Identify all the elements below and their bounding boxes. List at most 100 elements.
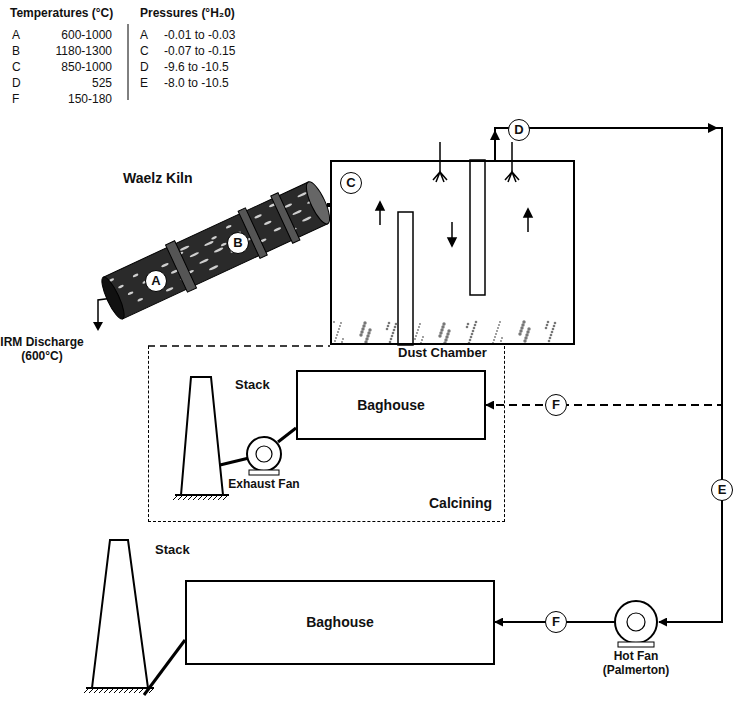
dust-speck [446,332,449,335]
dust-speck [389,341,392,344]
dust-speck [336,334,338,336]
dust-speck [546,324,549,327]
dust-speck [417,329,419,331]
callout-letter: A [145,270,167,292]
dust-speck [469,339,472,342]
table-cell: D [12,76,21,90]
dust-speck [471,333,474,336]
dust-speck [549,337,552,340]
dust-speck [550,334,553,337]
dust-speck [466,326,469,329]
table-cell: A [140,28,148,42]
dust-speck [363,321,366,324]
table-cell: -9.6 to -10.5 [164,60,229,74]
dust-speck [390,338,393,341]
table-cell: B [12,44,20,58]
table-cell: -0.01 to -0.03 [164,28,235,42]
dust-speck [342,338,344,340]
dust-speck [520,326,523,329]
dust-speck [447,329,450,332]
dust-speck [387,325,390,328]
flow-line [278,428,296,442]
dust-speck [418,326,420,328]
table-cell: D [140,60,149,74]
dust-speck [392,332,395,335]
flow-line [220,458,249,465]
table-cell: A [12,28,20,42]
dust-speck [525,333,528,336]
node-label: Calcining [429,495,492,511]
dust-speck [467,323,470,326]
node-label: Baghouse [187,582,493,663]
stack: Stack [85,535,185,695]
table-divider [128,24,129,100]
node-label: Waelz Kiln [123,170,193,186]
dust-speck [441,325,444,328]
dust-speck [337,331,339,333]
dust-speck [521,323,524,326]
dust-speck [394,326,397,329]
dust-speck [421,339,423,341]
dust-speck [548,340,551,343]
dust-speck [422,336,424,338]
dust-speck [359,333,362,336]
node-label: Exhaust Fan [223,478,305,492]
dust-speck [472,330,475,333]
dust-speck [522,320,525,323]
dust-speck [414,338,416,340]
table-header: Pressures (°H₂0) [140,6,235,20]
dust-speck [419,323,421,325]
dust-speck [339,325,341,327]
dust-speck [518,332,521,335]
baghouse: Baghouse [296,370,486,440]
flow-line [144,640,185,695]
node-label: Stack [235,378,270,393]
dust-speck [547,321,550,324]
callout-letter: F [545,394,567,416]
flow-line [486,128,722,405]
exhaust-fan: Exhaust Fan [223,434,305,514]
dust-speck [444,338,447,341]
dust-speck [500,340,502,342]
dust-speck [496,330,498,332]
node-label: Dust Chamber [398,346,487,361]
dust-speck [440,328,443,331]
dust-speck [494,336,496,338]
node-label: Stack [155,543,190,558]
baffle [470,160,485,295]
exhaust-fan-shape [221,432,303,512]
table-cell: F [12,92,19,106]
dust-speck [523,339,526,342]
callout-letter: C [340,172,362,194]
dust-chamber: Dust Chamber [330,160,575,345]
dust-speck [334,340,336,342]
dust-speck [499,321,501,323]
dust-speck [439,331,442,334]
dust-speck [497,327,499,329]
dust-speck [475,321,478,324]
dust-speck [341,341,343,343]
dust-speck [551,331,554,334]
table-header: Temperatures (°C) [10,6,113,20]
dust-speck [545,327,548,330]
dust-speck [552,328,555,331]
leader-arrow [93,322,103,331]
dust-speck [362,324,365,327]
flow-arrow [376,202,532,246]
callout-letter: F [545,611,567,633]
dust-speck [416,332,418,334]
callout-letter: B [227,232,249,254]
calcining-region: Calcining BaghouseExhaust Fan Stack [148,346,505,522]
dust-speck [474,324,477,327]
dust-speck [360,330,363,333]
node-label: Hot Fan (Palmerton) [590,650,682,678]
table-cell: 150-180 [40,92,112,106]
spray-nozzle [433,142,519,182]
dust-speck [391,335,394,338]
dust-speck [415,335,417,337]
table-cell: C [12,60,21,74]
note-label: IRM Discharge (600°C) [0,335,98,364]
dust-speck [527,327,530,330]
dust-speck [367,331,370,334]
dust-speck [365,337,368,340]
